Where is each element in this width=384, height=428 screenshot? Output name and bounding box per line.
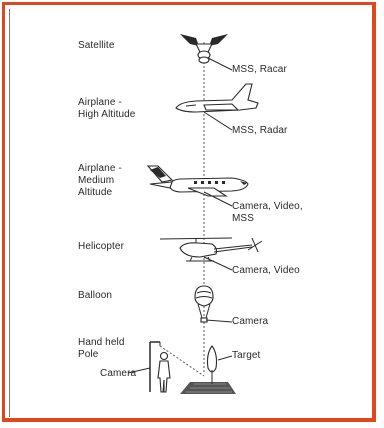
label-sensor-airplane-medium: Camera, Video, MSS [232,201,303,225]
satellite-sensor-leader [208,58,232,70]
label-balloon: Balloon [78,290,112,302]
label-satellite: Satellite [78,40,114,52]
balloon-sensor-leader [206,320,232,322]
tree-icon [208,346,217,384]
label-sensor-satellite: MSS, Racar [232,64,287,76]
label-target: Target [232,350,260,362]
helicopter-icon [160,238,262,261]
label-helicopter: Helicopter [78,241,124,253]
helicopter-sensor-leader [204,257,232,270]
label-sensor-helicopter: Camera, Video [232,265,300,277]
label-airplane-medium: Airplane - Medium Altitude [78,163,122,199]
label-hand-held-pole: Hand held Pole [78,337,125,361]
target-leader [218,356,232,360]
label-airplane-high: Airplane - High Altitude [78,97,135,121]
label-sensor-airplane-high: MSS, Radar [232,125,287,137]
label-sensor-pole-camera: Camera [100,368,136,380]
pole-icon [150,342,160,392]
person-icon [158,353,170,393]
satellite-icon [180,34,228,63]
balloon-icon [195,286,213,322]
label-sensor-balloon: Camera [232,316,268,328]
jet-sensor-leader [204,112,232,130]
jet-airplane-icon [176,84,258,112]
business-jet-icon [148,166,248,196]
target-ground-icon [180,382,236,394]
